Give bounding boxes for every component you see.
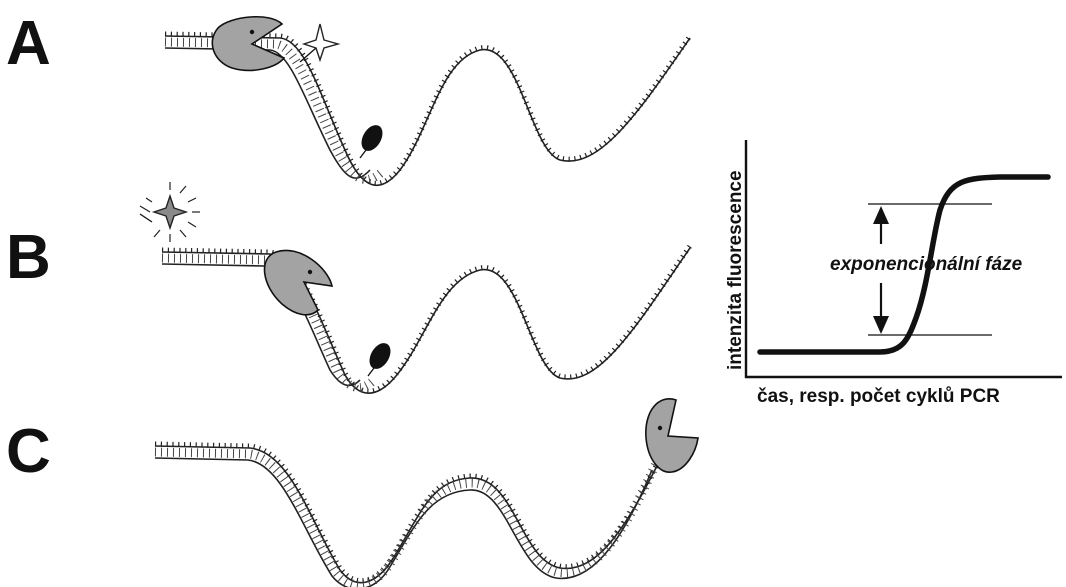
panel-c-template-ticks: [155, 444, 665, 581]
panel-b-polymerase-eye: [308, 270, 312, 274]
panel-b-label: B: [6, 223, 51, 292]
panel-a-label: A: [6, 9, 51, 78]
phase-label: exponencionální fáze: [830, 254, 1023, 275]
panel-b: B: [6, 182, 690, 393]
panel-b-polymerase-icon: [265, 250, 332, 314]
panel-c: C: [6, 399, 698, 587]
panel-b-template-strand: [162, 248, 690, 393]
chart-y-label: intenzita fluorescence: [725, 170, 746, 370]
fluorescence-chart: intenzita fluorescence čas, resp. počet …: [725, 140, 1062, 407]
phase-arrow-up-icon: [873, 206, 889, 224]
panel-b-quencher-linker: [368, 368, 374, 376]
phase-arrow-down-icon: [873, 316, 889, 334]
panel-c-new-strand: [155, 458, 652, 587]
panel-b-template-ticks: [162, 246, 690, 391]
panel-c-polymerase-eye: [658, 426, 662, 430]
panel-a-quencher-linker: [360, 150, 366, 158]
chart-x-label: čas, resp. počet cyklů PCR: [757, 386, 1000, 407]
panel-b-fluorescence-burst-icon: [140, 182, 200, 242]
panel-a: A: [6, 9, 690, 185]
panel-a-polymerase-eye: [250, 30, 254, 34]
panel-b-quencher-icon: [365, 339, 395, 372]
panel-c-polymerase-icon: [646, 399, 698, 472]
panel-a-quencher-icon: [357, 121, 387, 154]
panel-c-label: C: [6, 417, 51, 486]
